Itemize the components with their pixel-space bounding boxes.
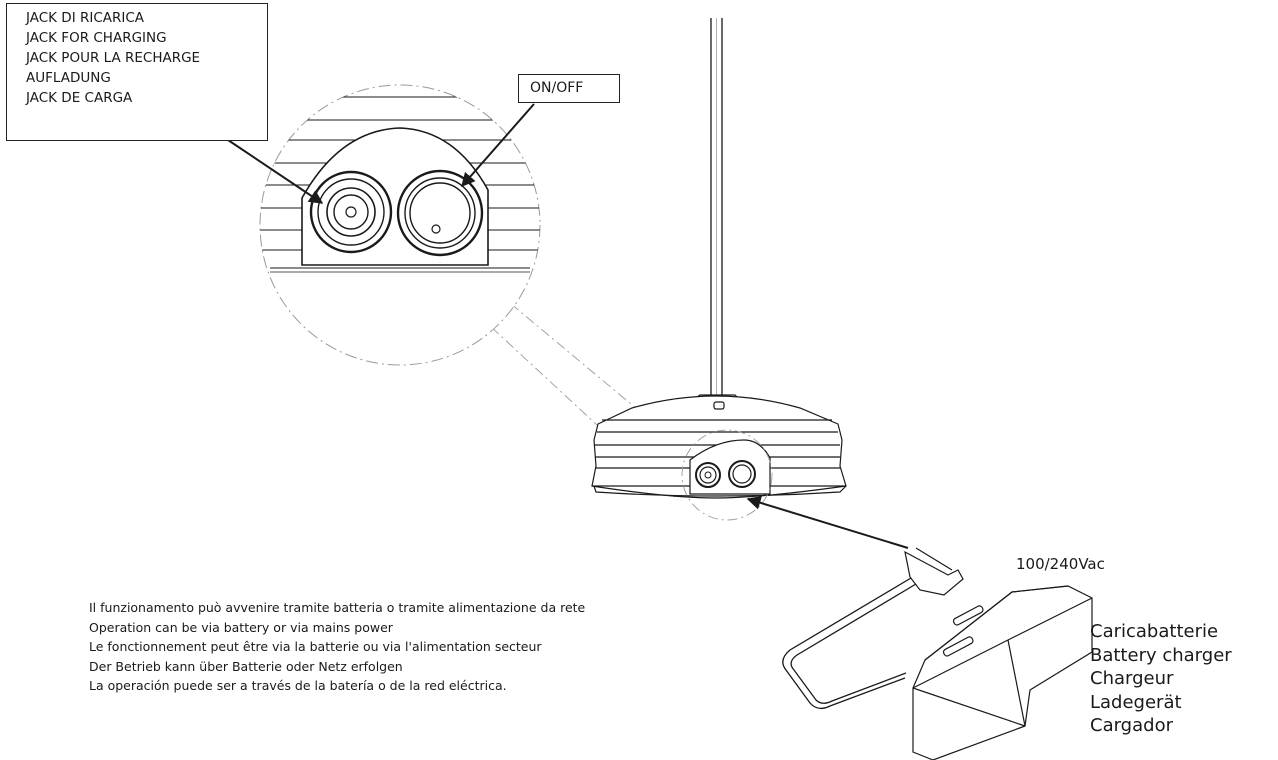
power-adapter-icon: [782, 547, 1093, 760]
plug-prongs-icon: [942, 605, 984, 657]
jack-callout-line-it: JACK DI RICARICA: [26, 10, 145, 26]
charging-jack-icon: [309, 170, 393, 254]
base-charging-jack-icon: [695, 462, 721, 488]
switch-callout-label: ON/OFF: [530, 80, 584, 96]
jack-callout-line-es: JACK DE CARGA: [26, 90, 133, 106]
charger-label-de: Ladegerät: [1090, 691, 1182, 713]
base-power-switch-icon: [728, 460, 756, 488]
lamp-pole: [710, 18, 723, 396]
jack-callout-line-fr: JACK POUR LA RECHARGE: [26, 50, 201, 66]
power-switch-icon: [396, 169, 484, 257]
jack-callout-box: JACK DI RICARICA JACK FOR CHARGING JACK …: [6, 3, 268, 141]
charger-labels: Caricabatterie Battery charger Chargeur …: [1090, 620, 1232, 738]
operation-note-it: Il funzionamento può avvenire tramite ba…: [89, 600, 586, 615]
charger-voltage: 100/240Vac: [1016, 555, 1105, 573]
operation-note-fr: Le fonctionnement peut être via la batte…: [89, 639, 542, 654]
switch-callout-box: ON/OFF: [518, 74, 620, 103]
operation-note-en: Operation can be via battery or via main…: [89, 619, 393, 635]
charger-label-es: Cargador: [1090, 715, 1173, 736]
jack-callout-line-de: AUFLADUNG: [26, 70, 111, 86]
base-detail-circle: [681, 429, 773, 521]
operation-note-de: Der Betrieb kann über Batterie oder Netz…: [89, 658, 403, 674]
charger-label-en: Battery charger: [1090, 644, 1232, 666]
charger-label-fr: Chargeur: [1090, 668, 1174, 689]
charger-label-it: Caricabatterie: [1090, 621, 1219, 642]
operation-note-es: La operación puede ser a través de la ba…: [89, 678, 507, 693]
operation-notes: Il funzionamento può avvenire tramite ba…: [89, 598, 585, 696]
callout-arrows: [227, 103, 909, 549]
lamp-base: [591, 394, 847, 499]
jack-callout-line-en: JACK FOR CHARGING: [26, 30, 167, 46]
